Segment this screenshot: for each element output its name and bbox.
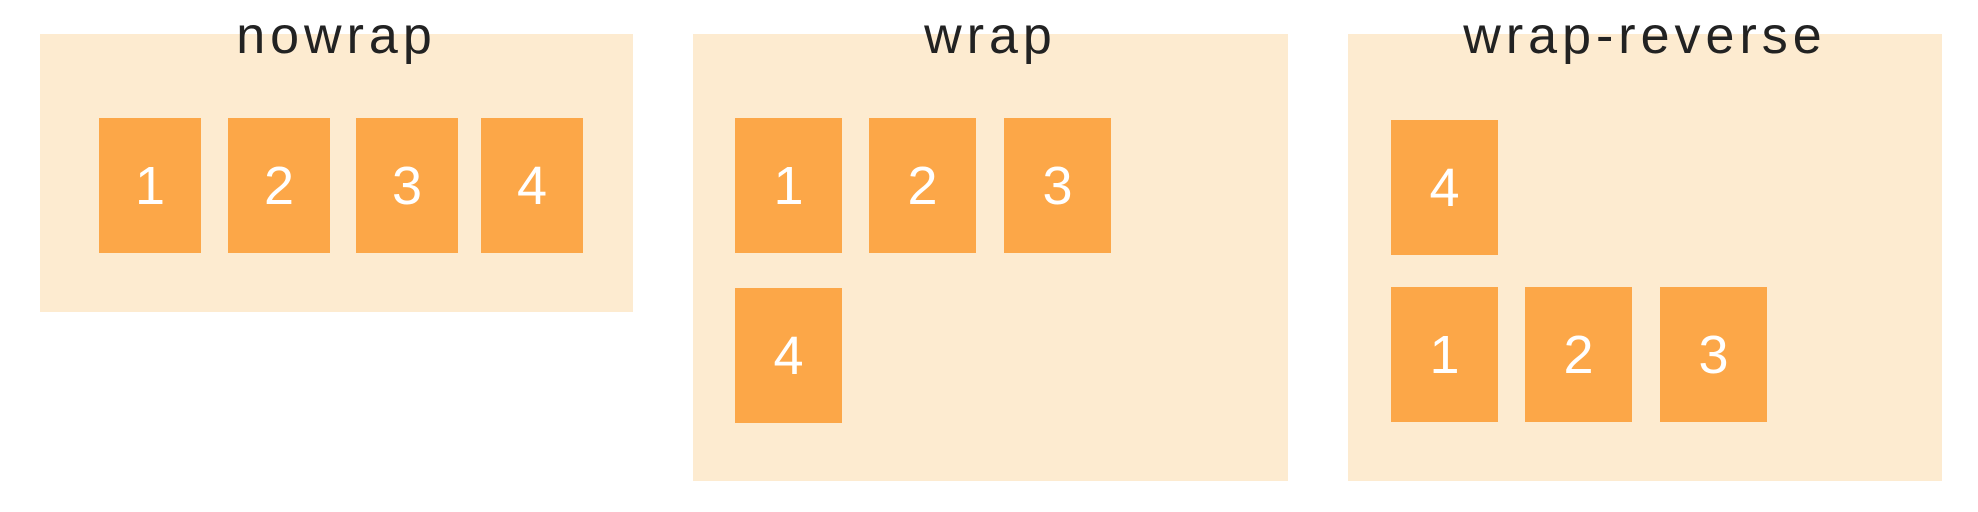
wrap-item-2: 2: [869, 118, 976, 253]
wrap-reverse-item-3: 3: [1660, 287, 1767, 422]
nowrap-item-1: 1: [99, 118, 201, 253]
nowrap-item-2: 2: [228, 118, 330, 253]
wrap-reverse-item-2: 2: [1525, 287, 1632, 422]
wrap-item-3: 3: [1004, 118, 1111, 253]
nowrap-item-3: 3: [356, 118, 458, 253]
wrap-item-1: 1: [735, 118, 842, 253]
wrap-reverse-item-4: 4: [1391, 120, 1498, 255]
wrap-item-4: 4: [735, 288, 842, 423]
nowrap-title: nowrap: [236, 7, 437, 65]
wrap-reverse-item-1: 1: [1391, 287, 1498, 422]
wrap-title: wrap: [924, 7, 1057, 65]
wrap-reverse-title: wrap-reverse: [1463, 7, 1827, 65]
nowrap-item-4: 4: [481, 118, 583, 253]
